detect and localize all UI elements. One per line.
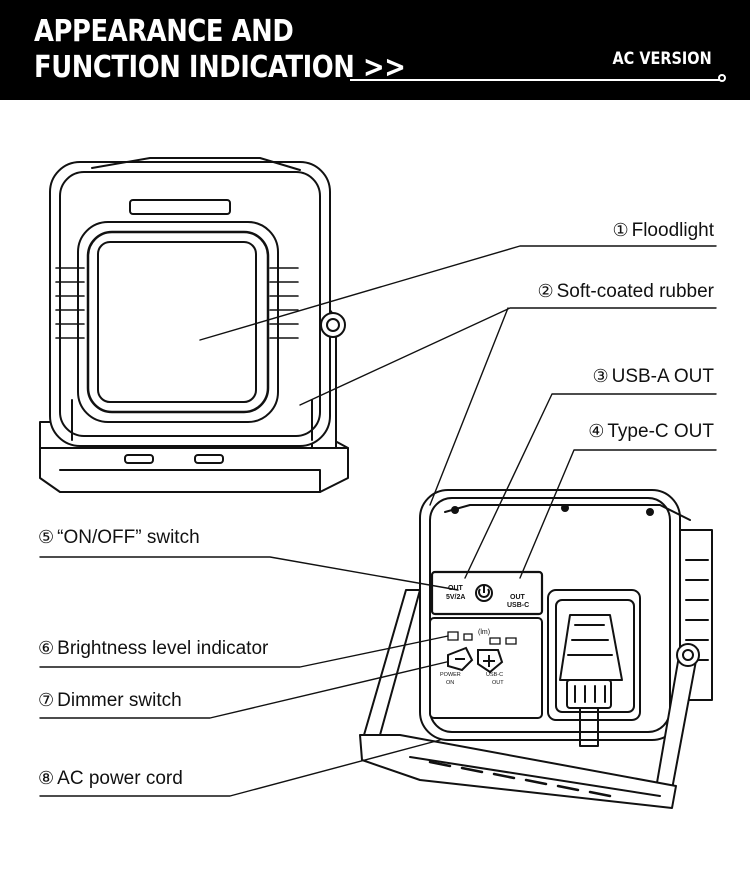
label-number: ⑤	[38, 527, 55, 548]
label-number: ②	[537, 281, 554, 302]
typec-out-text: OUT	[510, 594, 526, 601]
typec-label-text: USB-C	[507, 602, 529, 609]
label-text: USB-A OUT	[611, 366, 714, 387]
label-text: AC power cord	[57, 768, 183, 789]
label-text: “ON/OFF” switch	[57, 527, 200, 548]
plus-icon	[477, 649, 504, 674]
label-text: Soft-coated rubber	[556, 281, 714, 302]
header-divider	[350, 79, 720, 81]
usb-a-rating-text: 5V/2A	[446, 594, 465, 601]
label-text: Type-C OUT	[607, 421, 714, 442]
label-text: Brightness level indicator	[57, 638, 269, 659]
label-number: ①	[612, 220, 629, 241]
label-on-off-switch: ⑤“ON/OFF” switch	[38, 527, 200, 549]
label-text: Floodlight	[631, 220, 714, 241]
leader-lines	[39, 245, 717, 797]
power-icon	[475, 584, 493, 602]
title-line-2: FUNCTION INDICATION >>	[34, 50, 406, 85]
version-badge: AC VERSION	[612, 49, 712, 69]
lightbulb-icon	[447, 631, 517, 645]
usbc-text: USB-C	[486, 672, 503, 678]
label-number: ⑧	[38, 768, 55, 789]
header-divider-dot	[718, 74, 726, 82]
rear-floodlight	[359, 489, 713, 809]
power-text: POWER	[440, 672, 461, 678]
minus-icon	[447, 646, 474, 672]
lm-unit-text: (lm)	[478, 629, 490, 636]
front-floodlight	[39, 157, 349, 493]
on-text: ON	[446, 680, 454, 686]
usb-a-out-text: OUT	[448, 585, 464, 592]
control-panel: OUT 5V/2A OUT USB-C (lm) POWER ON USB-C …	[440, 585, 529, 686]
label-number: ④	[588, 421, 605, 442]
header-banner: APPEARANCE AND FUNCTION INDICATION >> AC…	[0, 0, 750, 100]
label-number: ③	[592, 366, 609, 387]
page-title: APPEARANCE AND FUNCTION INDICATION >>	[34, 14, 406, 86]
title-line-1: APPEARANCE AND	[34, 14, 294, 49]
out-text: OUT	[492, 680, 504, 686]
label-number: ⑥	[38, 638, 55, 659]
label-text: Dimmer switch	[57, 690, 182, 711]
label-number: ⑦	[38, 690, 55, 711]
